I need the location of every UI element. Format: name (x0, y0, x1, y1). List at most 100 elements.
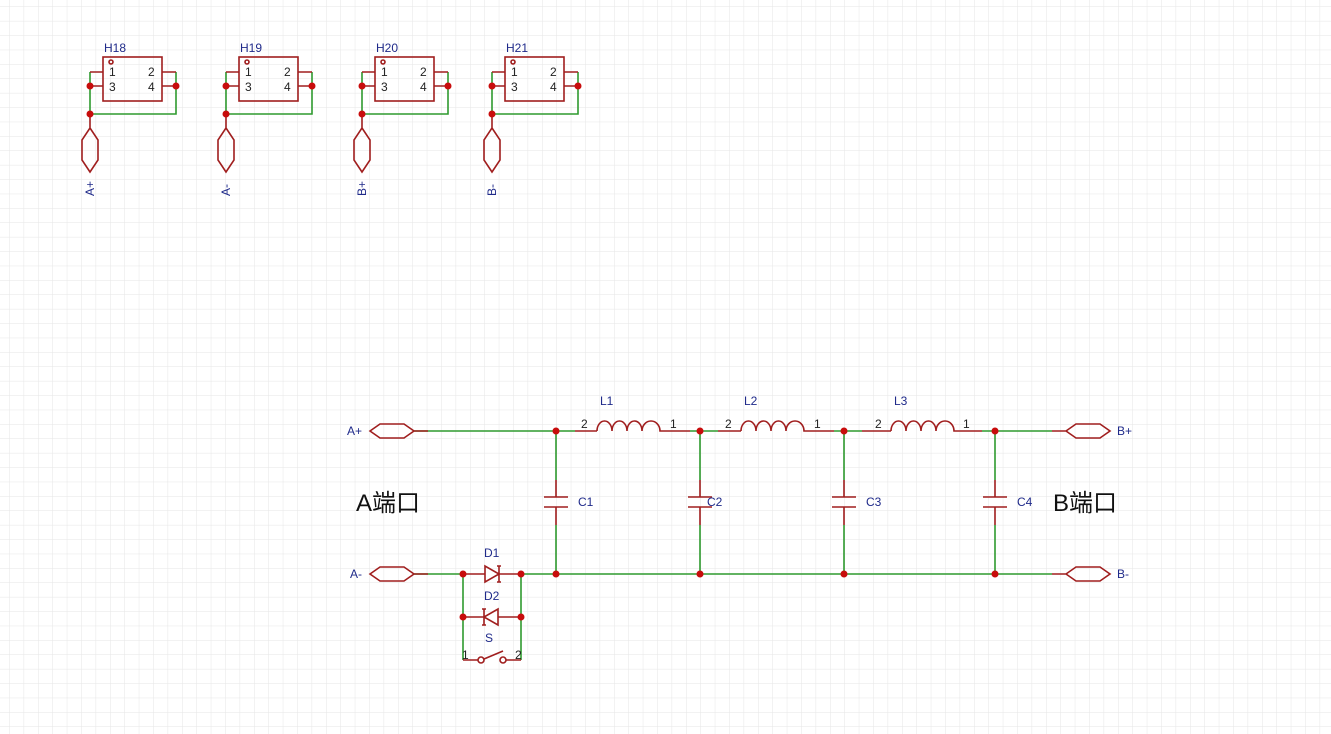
port-a-minus-symbol[interactable] (368, 566, 428, 582)
junction-dot (222, 82, 230, 90)
port-b-annotation: B端口 (1053, 490, 1117, 517)
component-ref: H21 (506, 41, 528, 55)
pin-number: 4 (420, 80, 427, 94)
pin-number: 2 (420, 65, 427, 79)
capacitor-c1[interactable]: C1 (544, 480, 594, 525)
capacitor-wires[interactable] (555, 431, 996, 574)
net-label: A+ (83, 181, 97, 196)
header-h18[interactable]: H18 1 2 3 4A+ (81, 41, 180, 196)
pin-number: 1 (963, 417, 970, 431)
pin-number: 1 (462, 648, 469, 662)
bottom-rail-wire[interactable] (414, 573, 1052, 660)
pin-number: 2 (550, 65, 557, 79)
junction-dot (358, 82, 366, 90)
pin-number: 1 (109, 65, 116, 79)
port-b-minus-symbol[interactable] (1052, 566, 1112, 582)
pin-number: 1 (245, 65, 252, 79)
pin-number: 3 (109, 80, 116, 94)
pin-number: 3 (245, 80, 252, 94)
switch-icon (463, 650, 521, 661)
pin1-marker-icon (244, 59, 250, 65)
pin1-marker-icon (108, 59, 114, 65)
junction-dot (840, 427, 848, 435)
net-label: B+ (355, 181, 369, 196)
net-port-icon (483, 71, 578, 174)
diode-d2[interactable]: D2 (463, 589, 521, 627)
diode-d1[interactable]: D1 (463, 546, 521, 584)
header-h20[interactable]: H20 1 2 3 4B+ (353, 41, 452, 196)
pin1-marker-icon (380, 59, 386, 65)
inductor-l3[interactable]: L3 2 1 (862, 394, 982, 432)
capacitor-icon (688, 480, 712, 525)
component-body (102, 56, 163, 102)
junction-dot (517, 570, 525, 578)
net-port-icon (353, 71, 448, 174)
junction-dot (574, 82, 582, 90)
port-b-plus-symbol[interactable] (1052, 423, 1112, 439)
inductor-l2[interactable]: L2 2 1 (718, 394, 834, 432)
pin-number: 2 (725, 417, 732, 431)
inductor-l1[interactable]: L1 2 1 (575, 394, 690, 432)
header-wire[interactable] (361, 72, 449, 115)
pin-number: 4 (284, 80, 291, 94)
switch-contact-icon (477, 656, 485, 664)
capacitors: C1 C2 C3 C4 (544, 480, 1033, 525)
pin-number: 2 (875, 417, 882, 431)
pin-number: 4 (550, 80, 557, 94)
pin-number: 2 (148, 65, 155, 79)
pin-number: 1 (511, 65, 518, 79)
capacitor-ref: C3 (866, 495, 882, 509)
junction-dot (459, 570, 467, 578)
port-a-plus-symbol[interactable] (368, 423, 428, 439)
junction-dot (308, 82, 316, 90)
port-b-plus-label: B+ (1117, 424, 1132, 438)
header-wire[interactable] (491, 72, 579, 115)
junction-dot (86, 110, 94, 118)
switch-ref: S (485, 631, 493, 645)
junction-dot (488, 82, 496, 90)
junction-dot (172, 82, 180, 90)
capacitor-c4[interactable]: C4 (983, 480, 1033, 525)
pin-number: 4 (148, 80, 155, 94)
inductor-coil-icon (862, 420, 982, 432)
pin-number: 1 (670, 417, 677, 431)
component-ref: H19 (240, 41, 262, 55)
component-body (374, 56, 435, 102)
port-a-annotation: A端口 (356, 490, 420, 517)
switch-s[interactable]: S 1 2 (462, 631, 522, 664)
diode-ref: D1 (484, 546, 500, 560)
header-wire[interactable] (89, 72, 177, 115)
pin-number: 1 (381, 65, 388, 79)
port-a-plus-label: A+ (347, 424, 362, 438)
pin-number: 2 (284, 65, 291, 79)
pin-number: 2 (515, 648, 522, 662)
capacitor-c3[interactable]: C3 (832, 480, 882, 525)
port-b-minus-label: B- (1117, 567, 1129, 581)
junction-dot (488, 110, 496, 118)
net-port-icon (81, 71, 176, 174)
pin-number: 3 (381, 80, 388, 94)
inductor-coil-icon (718, 420, 834, 432)
header-wire[interactable] (225, 72, 313, 115)
junction-dot (991, 427, 999, 435)
capacitor-icon (544, 480, 568, 525)
component-ref: H20 (376, 41, 398, 55)
pin1-marker-icon (510, 59, 516, 65)
capacitor-icon (983, 480, 1007, 525)
capacitor-ref: C1 (578, 495, 594, 509)
component-ref: H18 (104, 41, 126, 55)
junction-dot (552, 427, 560, 435)
capacitor-icon (832, 480, 856, 525)
diode-ref: D2 (484, 589, 500, 603)
inductor-ref: L2 (744, 394, 758, 408)
net-label: B- (485, 184, 499, 196)
junction-dot (696, 570, 704, 578)
junction-dot (991, 570, 999, 578)
capacitor-c2[interactable]: C2 (688, 480, 723, 525)
